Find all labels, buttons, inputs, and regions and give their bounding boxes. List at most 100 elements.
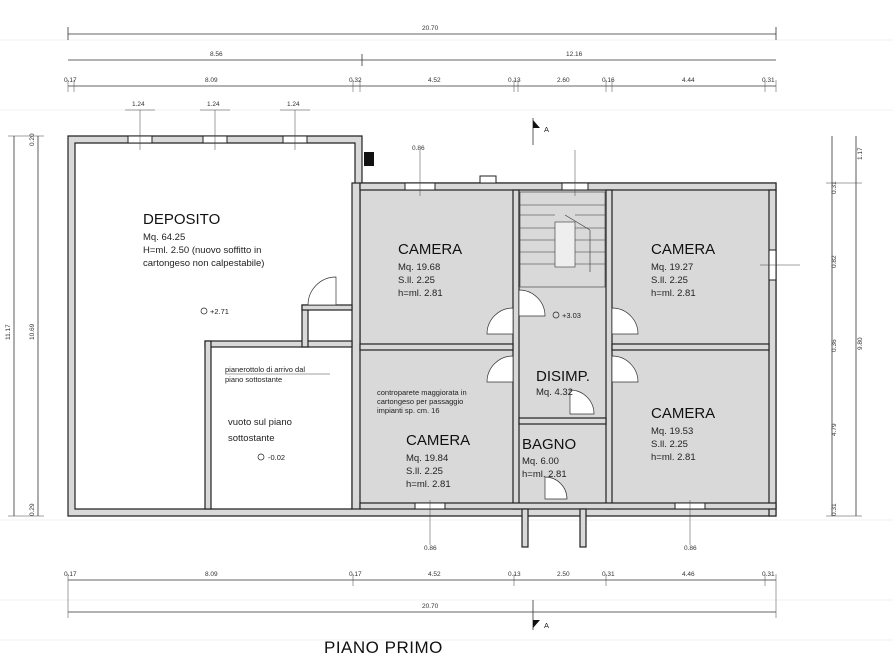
svg-text:Mq. 6.00: Mq. 6.00 <box>522 456 559 467</box>
svg-text:0.31: 0.31 <box>602 571 615 578</box>
svg-text:A: A <box>544 621 549 630</box>
svg-text:0.82: 0.82 <box>831 255 838 268</box>
svg-text:1.24: 1.24 <box>207 101 220 108</box>
svg-text:0.17: 0.17 <box>64 571 77 578</box>
svg-text:+3.03: +3.03 <box>562 311 581 320</box>
svg-text:0.31: 0.31 <box>762 571 775 578</box>
svg-text:0.17: 0.17 <box>64 77 77 84</box>
svg-text:S.ll. 2.25: S.ll. 2.25 <box>398 275 435 286</box>
svg-text:Mq. 19.53: Mq. 19.53 <box>651 426 693 437</box>
plane-note: pianerottolo di arrivo dal piano sottost… <box>225 365 330 384</box>
svg-text:CAMERA: CAMERA <box>651 241 715 258</box>
svg-text:cartongeso non calpestabile): cartongeso non calpestabile) <box>143 258 264 269</box>
svg-text:Mq. 19.68: Mq. 19.68 <box>398 262 440 273</box>
top-detail-dims: 0.17 8.09 0.32 4.52 0.13 2.60 0.16 4.44 … <box>64 77 775 84</box>
svg-text:BAGNO: BAGNO <box>522 436 576 453</box>
svg-text:S.ll. 2.25: S.ll. 2.25 <box>651 439 688 450</box>
svg-text:8.09: 8.09 <box>205 571 218 578</box>
section-marker-bottom: A <box>532 600 549 630</box>
svg-text:CAMERA: CAMERA <box>398 241 462 258</box>
void-area: vuoto sul piano sottostante -0.02 <box>228 417 292 462</box>
svg-text:4.52: 4.52 <box>428 77 441 84</box>
level-markers: +2.71 +3.03 <box>200 307 581 320</box>
svg-text:4.79: 4.79 <box>831 423 838 436</box>
svg-text:0.86: 0.86 <box>412 145 425 152</box>
svg-text:S.ll. 2.25: S.ll. 2.25 <box>651 275 688 286</box>
svg-text:2.50: 2.50 <box>557 571 570 578</box>
right-inner-dims: 0.31 0.82 0.36 4.79 0.31 <box>831 181 838 516</box>
room-bagno: BAGNO Mq. 6.00 h=ml. 2.81 <box>522 436 576 480</box>
left-inner-dim: 10.69 <box>29 323 36 340</box>
svg-text:pianerottolo di arrivo dal: pianerottolo di arrivo dal <box>225 365 305 374</box>
svg-text:Mq. 4.32: Mq. 4.32 <box>536 387 573 398</box>
right-outer-dim-2: 9.80 <box>857 337 864 350</box>
svg-text:CAMERA: CAMERA <box>406 432 470 449</box>
svg-text:piano sottostante: piano sottostante <box>225 375 282 384</box>
top-split-dim-2: 12.16 <box>566 51 583 58</box>
window-tick-lines <box>125 109 800 545</box>
room-deposito: DEPOSITO Mq. 64.25 H=ml. 2.50 (nuovo sof… <box>143 211 264 269</box>
svg-text:Mq. 19.27: Mq. 19.27 <box>651 262 693 273</box>
svg-text:vuoto sul piano: vuoto sul piano <box>228 417 292 428</box>
svg-text:0.31: 0.31 <box>831 503 838 516</box>
svg-text:+2.71: +2.71 <box>210 307 229 316</box>
svg-text:h=ml. 2.81: h=ml. 2.81 <box>406 479 451 490</box>
staircase <box>519 191 606 288</box>
right-dimension-lines <box>826 136 862 517</box>
svg-text:H=ml. 2.50 (nuovo soffitto in: H=ml. 2.50 (nuovo soffitto in <box>143 245 261 256</box>
bottom-total-dim: 20.70 <box>422 603 439 610</box>
drawing-title: PIANO PRIMO <box>324 638 443 657</box>
chimney-icon <box>364 152 374 166</box>
svg-text:4.52: 4.52 <box>428 571 441 578</box>
svg-text:8.09: 8.09 <box>205 77 218 84</box>
right-outer-dim-1: 1.17 <box>857 147 864 160</box>
svg-text:h=ml. 2.81: h=ml. 2.81 <box>522 469 567 480</box>
svg-text:DISIMP.: DISIMP. <box>536 368 590 385</box>
wall-note: controparete maggiorata in cartongeso pe… <box>377 388 467 415</box>
svg-text:1.24: 1.24 <box>132 101 145 108</box>
room-camera-2: CAMERA Mq. 19.27 S.ll. 2.25 h=ml. 2.81 <box>651 241 715 299</box>
svg-text:DEPOSITO: DEPOSITO <box>143 211 220 228</box>
svg-text:-0.02: -0.02 <box>268 453 285 462</box>
svg-text:2.60: 2.60 <box>557 77 570 84</box>
svg-text:0.36: 0.36 <box>831 339 838 352</box>
svg-text:0.31: 0.31 <box>762 77 775 84</box>
svg-text:4.44: 4.44 <box>682 77 695 84</box>
room-camera-1: CAMERA Mq. 19.68 S.ll. 2.25 h=ml. 2.81 <box>398 241 462 299</box>
svg-text:h=ml. 2.81: h=ml. 2.81 <box>398 288 443 299</box>
section-marker-top: A <box>532 118 549 145</box>
doors <box>307 276 639 500</box>
svg-text:0.13: 0.13 <box>508 77 521 84</box>
left-dimension-lines <box>8 135 44 517</box>
top-split-dim-1: 8.56 <box>210 51 223 58</box>
bottom-detail-dims: 0.17 8.09 0.17 4.52 0.13 2.50 0.31 4.46 … <box>64 571 775 578</box>
svg-text:0.13: 0.13 <box>508 571 521 578</box>
top-dimension-lines <box>67 27 777 92</box>
top-total-dim: 20.70 <box>422 25 439 32</box>
room-camera-3: CAMERA Mq. 19.53 S.ll. 2.25 h=ml. 2.81 <box>651 405 715 463</box>
svg-text:Mq. 19.84: Mq. 19.84 <box>406 453 448 464</box>
svg-text:0.32: 0.32 <box>349 77 362 84</box>
svg-text:4.46: 4.46 <box>682 571 695 578</box>
window-labels: 1.24 1.24 1.24 0.86 0.86 0.86 <box>132 101 697 552</box>
left-small-bottom-dim: 0.29 <box>29 503 36 516</box>
svg-text:0.17: 0.17 <box>349 571 362 578</box>
svg-text:A: A <box>544 125 549 134</box>
svg-text:0.16: 0.16 <box>602 77 615 84</box>
svg-text:cartongeso per passaggio: cartongeso per passaggio <box>377 397 463 406</box>
svg-text:impianti sp. cm. 16: impianti sp. cm. 16 <box>377 406 440 415</box>
svg-text:CAMERA: CAMERA <box>651 405 715 422</box>
svg-text:S.ll. 2.25: S.ll. 2.25 <box>406 466 443 477</box>
svg-text:sottostante: sottostante <box>228 433 274 444</box>
room-camera-4: CAMERA Mq. 19.84 S.ll. 2.25 h=ml. 2.81 <box>406 432 470 490</box>
svg-text:h=ml. 2.81: h=ml. 2.81 <box>651 288 696 299</box>
bottom-dimension-lines <box>67 574 777 618</box>
left-small-top-dim: 0.20 <box>29 133 36 146</box>
svg-text:Mq. 64.25: Mq. 64.25 <box>143 232 185 243</box>
left-outer-dim: 11.17 <box>5 324 12 340</box>
svg-text:0.86: 0.86 <box>684 545 697 552</box>
svg-text:0.86: 0.86 <box>424 545 437 552</box>
svg-text:h=ml. 2.81: h=ml. 2.81 <box>651 452 696 463</box>
svg-text:controparete maggiorata in: controparete maggiorata in <box>377 388 467 397</box>
